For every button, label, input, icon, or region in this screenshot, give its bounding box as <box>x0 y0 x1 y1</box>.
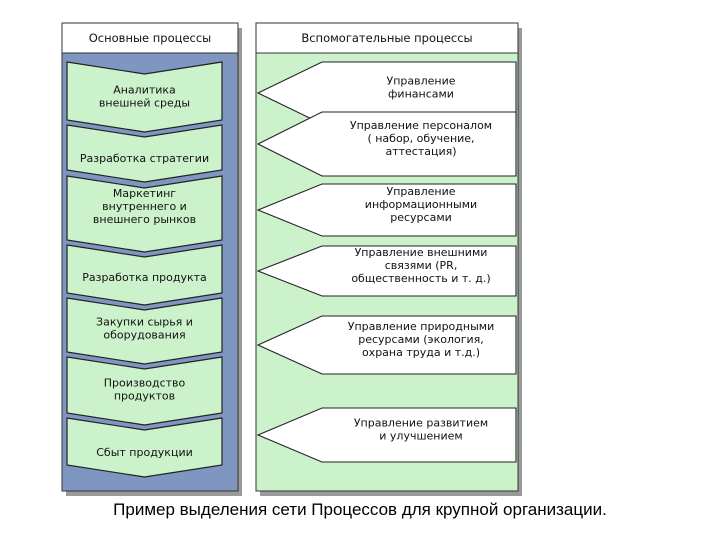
support-panel-header: Вспомогательные процессы <box>301 31 472 45</box>
support-item-label: общественность и т. д.) <box>351 272 490 285</box>
core-step-label: Разработка продукта <box>82 271 207 284</box>
support-processes-panel: Вспомогательные процессы Управлениефинан… <box>255 22 522 496</box>
support-item-label: финансами <box>388 88 454 101</box>
core-step-chevron <box>66 356 223 426</box>
support-item-label: Управление <box>386 75 455 88</box>
core-step-label: Закупки сырья и <box>96 316 193 329</box>
support-panel-header-box <box>255 22 519 54</box>
core-step-chevron <box>66 124 223 183</box>
core-step-label: Аналитика <box>113 84 176 97</box>
core-step-chevron <box>66 175 223 253</box>
support-item-label: ресурсами <box>390 211 452 224</box>
support-item-label: Управление развитием <box>354 417 488 430</box>
support-item-label: ресурсами (экология, <box>358 333 484 346</box>
core-step-label: внешней среды <box>99 97 190 110</box>
support-item-label: связями (PR, <box>385 259 458 272</box>
support-item-label: ( набор, обучение, <box>367 132 474 145</box>
support-item-arrow <box>256 407 517 463</box>
core-step: Сбыт продукции <box>66 417 223 478</box>
support-item-label: и улучшением <box>379 430 462 443</box>
support-item: Управление персоналом( набор, обучение,а… <box>256 111 517 177</box>
support-item-label: Управление природными <box>348 320 494 333</box>
support-item-arrow <box>256 183 517 237</box>
core-step-label: оборудования <box>103 329 185 342</box>
core-step-chevron <box>66 417 223 478</box>
core-step-label: Производство <box>104 377 186 390</box>
support-item-label: Управление <box>386 185 455 198</box>
support-item-label: охрана труда и т.д.) <box>362 346 480 359</box>
core-step-chevron <box>66 244 223 306</box>
core-step: Разработка продукта <box>66 244 223 306</box>
core-step-label: продуктов <box>114 390 175 403</box>
support-item-label: Управление персоналом <box>350 119 492 132</box>
support-item-arrow <box>256 245 517 297</box>
support-item-label: Управление внешними <box>355 246 488 259</box>
support-item-label: аттестация) <box>385 145 456 158</box>
core-step-label: Разработка стратегии <box>80 152 209 165</box>
core-step-label: Маркетинг <box>113 187 176 200</box>
core-step: Разработка стратегии <box>66 124 223 183</box>
figure-caption: Пример выделения сети Процессов для круп… <box>113 500 607 519</box>
core-step-chevron <box>66 297 223 365</box>
support-item-label: информационными <box>365 198 477 211</box>
core-panel-header: Основные процессы <box>89 31 212 45</box>
support-item-arrow <box>256 315 517 375</box>
core-step-label: внутреннего и <box>102 200 187 213</box>
support-item-arrow <box>256 111 517 177</box>
core-step-chevron <box>66 61 223 133</box>
core-step-label: внешнего рынков <box>93 213 196 226</box>
core-step-label: Сбыт продукции <box>96 446 193 459</box>
core-panel-header-box <box>61 22 239 54</box>
